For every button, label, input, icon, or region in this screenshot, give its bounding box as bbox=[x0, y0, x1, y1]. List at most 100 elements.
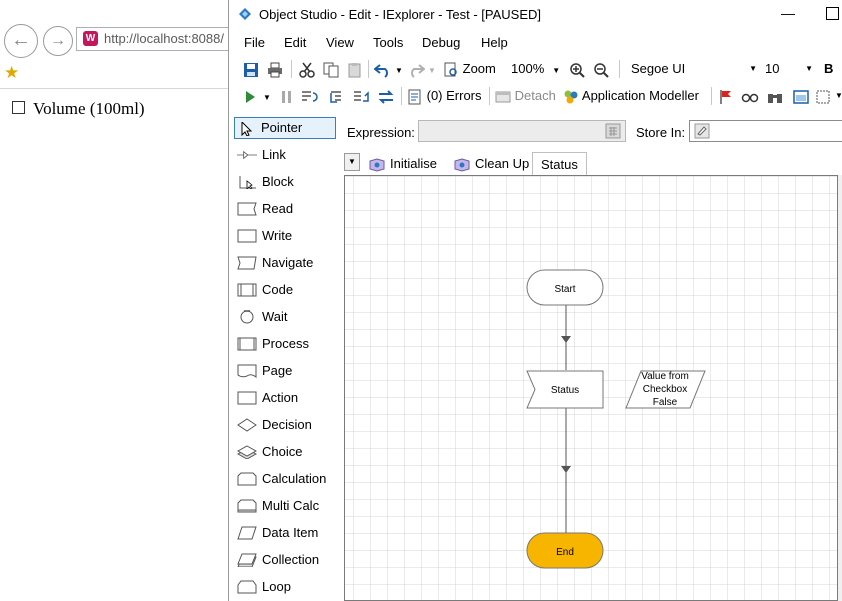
zoom-button[interactable]: Zoom bbox=[443, 58, 496, 80]
play-icon bbox=[246, 90, 255, 103]
data-item-stage[interactable] bbox=[625, 370, 706, 409]
step-out-button[interactable] bbox=[353, 85, 371, 107]
chevron-down-icon[interactable]: ▼ bbox=[428, 66, 436, 75]
menu-help[interactable]: Help bbox=[481, 35, 508, 50]
start-stage[interactable] bbox=[526, 269, 604, 306]
minimize-button[interactable]: — bbox=[781, 5, 795, 21]
tool-label: Block bbox=[262, 174, 294, 189]
process-canvas[interactable]: Start Status Value from Checkbox False E… bbox=[344, 175, 838, 601]
tool-write[interactable]: Write bbox=[235, 225, 335, 247]
tool-multi-calc[interactable]: Multi Calc bbox=[235, 495, 335, 517]
bold-button[interactable]: B bbox=[824, 61, 834, 76]
chevron-down-icon[interactable]: ▼ bbox=[395, 66, 403, 75]
save-button[interactable] bbox=[243, 58, 259, 80]
tool-action[interactable]: Action bbox=[235, 387, 335, 409]
expression-input[interactable] bbox=[418, 120, 626, 142]
chevron-down-icon: ▼ bbox=[348, 157, 356, 166]
font-family-select[interactable]: Segoe UI▼ bbox=[631, 58, 757, 80]
print-button[interactable] bbox=[267, 58, 283, 80]
copy-icon bbox=[323, 62, 339, 78]
tool-choice[interactable]: Choice bbox=[235, 441, 335, 463]
favorites-star-icon[interactable]: ★ bbox=[4, 63, 20, 82]
tab-initialise[interactable]: Initialise bbox=[369, 152, 437, 175]
tool-wait[interactable]: Wait bbox=[235, 306, 335, 328]
paste-icon bbox=[348, 62, 361, 78]
redo-button[interactable]: ▼ bbox=[407, 58, 436, 80]
tool-read[interactable]: Read bbox=[235, 198, 335, 220]
tool-label: Loop bbox=[262, 579, 291, 594]
paste-button[interactable] bbox=[347, 58, 363, 80]
data-tag-icon[interactable] bbox=[694, 123, 710, 139]
maximize-button[interactable] bbox=[826, 7, 839, 20]
store-in-label: Store In: bbox=[636, 125, 686, 140]
tool-collection[interactable]: Collection bbox=[235, 549, 335, 571]
link-icon bbox=[237, 150, 257, 160]
tool-calculation[interactable]: Calculation bbox=[235, 468, 335, 490]
pause-button[interactable] bbox=[281, 85, 293, 107]
tool-page[interactable]: Page bbox=[235, 360, 335, 382]
application-modeller-button[interactable]: Application Modeller bbox=[563, 85, 699, 107]
tab-label: Clean Up bbox=[475, 156, 530, 171]
breakpoint-button[interactable] bbox=[719, 85, 733, 107]
menu-edit[interactable]: Edit bbox=[284, 35, 307, 50]
zoom-level-select[interactable]: 100%▼ bbox=[511, 58, 560, 80]
checkbox-box[interactable] bbox=[12, 101, 25, 114]
status-stage[interactable] bbox=[526, 370, 604, 409]
copy-button[interactable] bbox=[323, 58, 339, 80]
tool-decision[interactable]: Decision bbox=[235, 414, 335, 436]
menu-view[interactable]: View bbox=[326, 35, 354, 50]
navigate-stage-icon bbox=[237, 256, 257, 270]
data-item-stage-icon bbox=[237, 526, 257, 540]
errors-button[interactable]: (0) Errors bbox=[407, 85, 482, 107]
back-button[interactable]: ← bbox=[4, 24, 38, 58]
volume-checkbox[interactable]: Volume (100ml) bbox=[12, 99, 145, 119]
detach-button[interactable]: Detach bbox=[495, 85, 556, 107]
menu-debug[interactable]: Debug bbox=[422, 35, 461, 50]
menu-tools[interactable]: Tools bbox=[373, 35, 404, 50]
store-in-input[interactable] bbox=[689, 120, 842, 142]
tool-link[interactable]: Link bbox=[235, 144, 335, 166]
zoom-in-icon bbox=[570, 62, 585, 78]
tool-pointer[interactable]: Pointer bbox=[234, 117, 336, 139]
debug-toolbar: ▼ (0) Errors Detach Application Modeller… bbox=[229, 83, 842, 109]
chevron-down-icon[interactable]: ▼ bbox=[835, 85, 842, 107]
vertical-scrollbar[interactable] bbox=[838, 175, 842, 601]
undo-button[interactable]: ▼ bbox=[374, 58, 403, 80]
zoom-page-icon bbox=[444, 62, 457, 77]
menu-file[interactable]: File bbox=[244, 35, 265, 50]
flow-diagram[interactable]: Start Status Value from Checkbox False E… bbox=[345, 176, 837, 600]
window-icon bbox=[793, 89, 809, 104]
step-button[interactable] bbox=[301, 85, 319, 107]
font-size-select[interactable]: 10▼ bbox=[765, 58, 813, 80]
tool-data-item[interactable]: Data Item bbox=[235, 522, 335, 544]
cut-button[interactable] bbox=[299, 58, 315, 80]
end-stage[interactable] bbox=[526, 532, 604, 569]
object-view-button[interactable] bbox=[793, 85, 809, 107]
toolbar-separator bbox=[401, 87, 402, 105]
tab-status[interactable]: Status bbox=[532, 152, 587, 175]
watch-button[interactable] bbox=[741, 85, 759, 107]
expression-label: Expression: bbox=[347, 125, 415, 140]
zoom-out-button[interactable] bbox=[593, 58, 609, 80]
save-icon bbox=[244, 62, 258, 77]
step-over-button[interactable] bbox=[327, 85, 345, 107]
tool-code[interactable]: Code bbox=[235, 279, 335, 301]
page-view-button[interactable] bbox=[815, 85, 831, 107]
tool-navigate[interactable]: Navigate bbox=[235, 252, 335, 274]
zoom-in-button[interactable] bbox=[569, 58, 585, 80]
tool-label: Calculation bbox=[262, 471, 327, 486]
calculator-icon[interactable] bbox=[605, 123, 621, 139]
tool-label: Multi Calc bbox=[262, 498, 320, 513]
run-button[interactable]: ▼ bbox=[243, 85, 271, 107]
address-host: http://localhost bbox=[104, 31, 188, 46]
tool-loop[interactable]: Loop bbox=[235, 576, 335, 598]
reset-button[interactable] bbox=[377, 85, 395, 107]
tool-process[interactable]: Process bbox=[235, 333, 335, 355]
forward-button[interactable]: → bbox=[43, 26, 73, 56]
tool-block[interactable]: Block bbox=[235, 171, 335, 193]
chevron-down-icon[interactable]: ▼ bbox=[263, 93, 271, 102]
find-button[interactable] bbox=[767, 85, 783, 107]
tab-clean-up[interactable]: Clean Up bbox=[454, 152, 529, 175]
page-list-dropdown[interactable]: ▼ bbox=[344, 153, 360, 171]
